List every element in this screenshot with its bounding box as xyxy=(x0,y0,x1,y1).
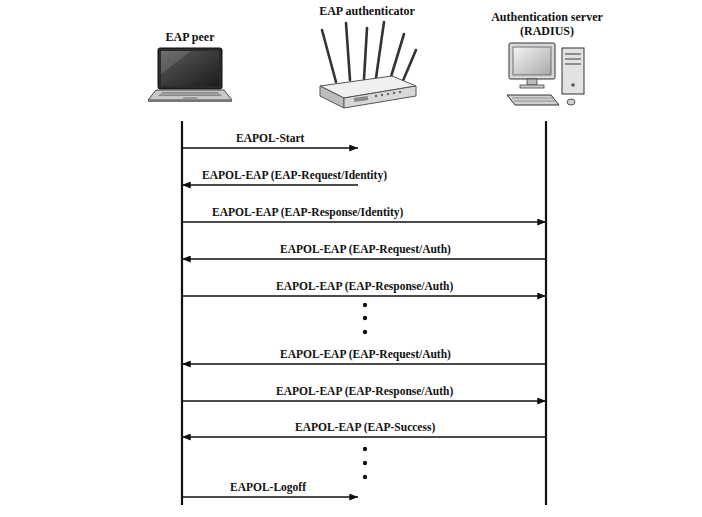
laptop-part xyxy=(160,94,220,95)
laptop-part xyxy=(148,100,232,102)
laptop-part xyxy=(161,51,219,86)
server-part xyxy=(567,99,575,105)
message-arrow xyxy=(182,121,546,259)
actor-name: Authentication server (RADIUS) xyxy=(478,10,616,38)
message-label: EAPOL-Logoff xyxy=(228,481,308,494)
server-part xyxy=(527,79,537,85)
router-icon xyxy=(314,20,420,110)
message-arrow xyxy=(182,121,546,364)
router-part xyxy=(376,22,384,78)
ellipsis-dot xyxy=(363,461,367,465)
message-arrow xyxy=(182,121,546,437)
router-part xyxy=(346,23,350,80)
server-part xyxy=(562,48,584,94)
server-part xyxy=(507,95,559,105)
actor-name: EAP authenticator xyxy=(310,4,424,18)
ellipsis-dot xyxy=(363,447,367,451)
message-label: EAPOL-EAP (EAP-Success) xyxy=(293,421,437,434)
router-part xyxy=(354,96,368,102)
actor-node: EAP authenticator xyxy=(310,4,424,121)
router-part xyxy=(399,91,401,93)
ellipsis-dot xyxy=(363,303,367,307)
message-label: EAPOL-EAP (EAP-Response/Identity) xyxy=(210,206,405,219)
message-label: EAPOL-EAP (EAP-Request/Identity) xyxy=(200,169,389,182)
ellipsis-dot xyxy=(363,475,367,479)
router-part xyxy=(320,86,344,108)
server-part xyxy=(513,47,551,75)
server-part xyxy=(520,85,544,88)
server-part xyxy=(509,43,555,79)
server-part xyxy=(565,63,581,64)
server-part xyxy=(565,58,581,59)
router-part xyxy=(387,93,389,95)
message-label: EAPOL-EAP (EAP-Response/Auth) xyxy=(274,385,455,398)
message-label: EAPOL-Start xyxy=(234,132,306,145)
laptop-part xyxy=(158,48,222,89)
message-arrow xyxy=(182,121,546,222)
message-arrow xyxy=(182,121,546,401)
laptop-part xyxy=(183,97,197,99)
router-part xyxy=(390,34,404,80)
actor-node: Authentication server (RADIUS) xyxy=(474,10,620,121)
server-part xyxy=(512,98,553,99)
message-label: EAPOL-EAP (EAP-Request/Auth) xyxy=(278,243,453,256)
router-part xyxy=(344,86,416,108)
actor-name: EAP peer xyxy=(143,30,237,44)
message-arrow xyxy=(182,121,358,148)
message-arrow xyxy=(182,184,358,185)
router-part xyxy=(322,30,336,82)
message-label: EAPOL-EAP (EAP-Response/Auth) xyxy=(274,280,455,293)
server-part xyxy=(565,53,581,54)
laptop-part xyxy=(161,51,191,74)
server-icon xyxy=(505,40,589,108)
router-part xyxy=(393,92,395,94)
message-arrow xyxy=(182,121,546,296)
router-part xyxy=(322,22,416,83)
lifelines xyxy=(182,122,546,505)
server-part xyxy=(514,101,556,102)
laptop-part xyxy=(158,92,222,96)
message-label: EAPOL-EAP (EAP-Request/Auth) xyxy=(278,348,453,361)
router-part xyxy=(381,94,383,96)
router-part xyxy=(402,50,416,83)
laptop-part xyxy=(148,90,232,100)
router-part xyxy=(364,28,367,79)
server-part xyxy=(571,83,575,87)
connectors xyxy=(182,121,546,497)
ellipsis-dot xyxy=(363,330,367,334)
router-part xyxy=(375,95,377,97)
laptop-icon xyxy=(147,46,233,104)
actor-node: EAP peer xyxy=(143,30,237,121)
ellipsis-dot xyxy=(363,316,367,320)
router-part xyxy=(375,91,401,97)
